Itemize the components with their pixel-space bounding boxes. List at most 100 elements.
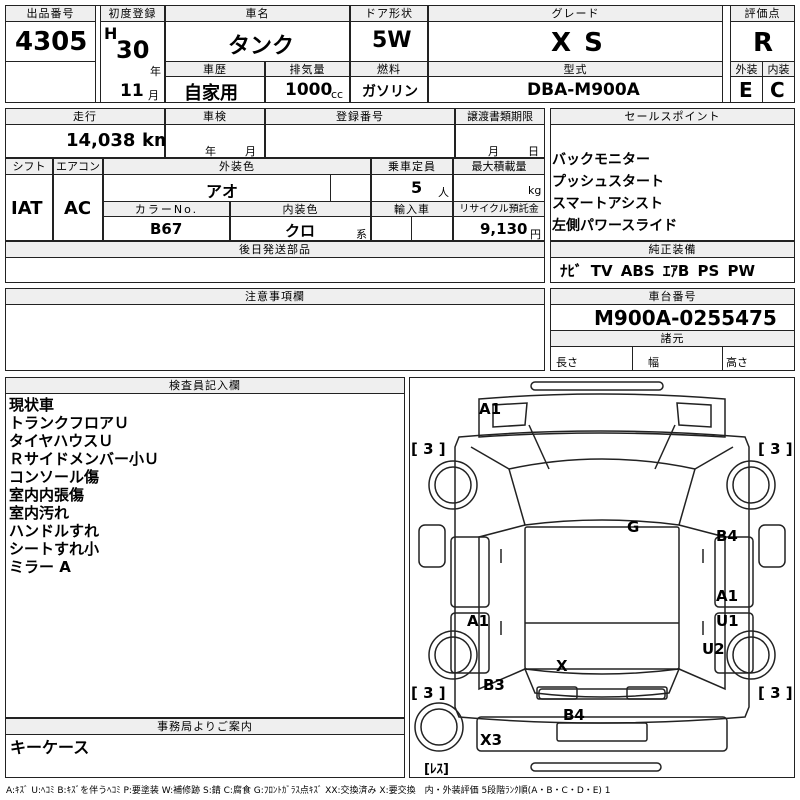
chassis-header: 車台番号 bbox=[550, 288, 795, 305]
equipment-header: 純正装備 bbox=[550, 241, 795, 258]
color-no-header: カラーNo. bbox=[103, 201, 230, 217]
max-load-header: 最大積載量 bbox=[453, 158, 545, 175]
inspection-header: 車検 bbox=[165, 108, 265, 125]
aircon-header: エアコン bbox=[53, 158, 103, 175]
max-load-unit: kg bbox=[528, 184, 542, 197]
car-name-value: タンク bbox=[228, 34, 295, 59]
left-mirror-shape bbox=[418, 524, 446, 568]
first-reg-cell bbox=[100, 21, 165, 103]
recycle-value: 9,130 bbox=[480, 220, 528, 238]
first-reg-month: 11 bbox=[120, 81, 144, 101]
door-value: 5W bbox=[372, 28, 412, 53]
capacity-value: 5 bbox=[411, 178, 423, 197]
recycle-header: リサイクル預託金 bbox=[453, 201, 545, 217]
ext-score-header: 外装 bbox=[730, 61, 763, 77]
model-cell bbox=[428, 76, 723, 103]
inspector-header: 検査員記入欄 bbox=[5, 377, 405, 394]
damage-mark: B4 bbox=[716, 527, 738, 545]
lot-blank bbox=[5, 61, 96, 103]
aircon-value: AC bbox=[64, 198, 92, 219]
reg-no-header: 登録番号 bbox=[265, 108, 455, 125]
inspector-item: ミラー A bbox=[9, 558, 71, 576]
damage-mark: U1 bbox=[716, 612, 739, 630]
deadline-cell bbox=[455, 124, 545, 158]
ext-score-value: E bbox=[739, 78, 753, 102]
history-header: 車歴 bbox=[165, 61, 265, 77]
spare-tire-label: [ﾚｽ] bbox=[424, 762, 449, 777]
damage-mark: A1 bbox=[716, 587, 739, 605]
car-name-cell bbox=[165, 21, 350, 62]
reg-no-cell bbox=[265, 124, 455, 158]
front-bumper-shape bbox=[530, 381, 664, 391]
lot-cell bbox=[5, 21, 96, 62]
capacity-header: 乗車定員 bbox=[371, 158, 453, 175]
sales-point-item: 左側パワースライド bbox=[552, 218, 678, 234]
spec-length-label: 長さ bbox=[556, 356, 578, 369]
spare-tire-shape bbox=[414, 702, 464, 752]
office-cell bbox=[5, 734, 405, 778]
displacement-cell bbox=[265, 76, 350, 103]
rear-bumper-shape bbox=[530, 762, 662, 772]
recycle-cell bbox=[453, 216, 545, 241]
int-score-value: C bbox=[770, 78, 785, 102]
later-parts-cell bbox=[5, 257, 545, 283]
sales-points-cell bbox=[550, 124, 795, 241]
damage-mark: G bbox=[627, 518, 640, 536]
shift-header: シフト bbox=[5, 158, 53, 175]
model-value: DBA-M900A bbox=[527, 80, 640, 100]
lot-number: 4305 bbox=[15, 27, 88, 57]
score-header: 評価点 bbox=[730, 5, 795, 22]
inspection-year-unit: 年 bbox=[205, 145, 216, 158]
tire-grade: [ 3 ] bbox=[411, 440, 446, 458]
capacity-unit: 人 bbox=[438, 186, 449, 199]
ext-color-cell bbox=[103, 174, 331, 202]
chassis-cell bbox=[550, 304, 795, 331]
grade-cell bbox=[428, 21, 723, 62]
first-reg-era: H bbox=[104, 24, 118, 43]
damage-mark: X bbox=[556, 657, 568, 675]
model-header: 型式 bbox=[428, 61, 723, 77]
sales-point-item: バックモニター bbox=[552, 152, 650, 168]
car-diagram-panel bbox=[409, 377, 795, 778]
int-color-header: 内装色 bbox=[230, 201, 371, 217]
int-color-unit: 系 bbox=[356, 228, 367, 241]
deadline-day-unit: 日 bbox=[528, 145, 539, 158]
ext-color-header: 外装色 bbox=[103, 158, 371, 175]
aircon-cell bbox=[53, 174, 103, 241]
damage-mark: X3 bbox=[480, 731, 503, 749]
car-name-header: 車名 bbox=[165, 5, 350, 22]
history-cell bbox=[165, 76, 265, 103]
body-outline-shape bbox=[454, 430, 750, 724]
mileage-value: 14,038 bbox=[66, 130, 136, 151]
first-reg-header: 初度登録 bbox=[100, 5, 165, 22]
inspector-item: 室内汚れ bbox=[9, 504, 70, 522]
deadline-month-unit: 月 bbox=[488, 145, 499, 158]
fuel-cell bbox=[350, 76, 428, 103]
shift-value: IAT bbox=[11, 198, 43, 219]
score-value: R bbox=[753, 28, 774, 58]
fuel-header: 燃料 bbox=[350, 61, 428, 77]
inspector-item: トランクフロアＵ bbox=[9, 414, 130, 432]
mileage-cell bbox=[5, 124, 165, 158]
mileage-header: 走行 bbox=[5, 108, 165, 125]
spec-width-cell bbox=[632, 346, 723, 371]
deadline-header: 譲渡書類期限 bbox=[455, 108, 545, 125]
capacity-cell bbox=[371, 174, 453, 202]
first-reg-year-unit: 年 bbox=[150, 65, 161, 78]
inspector-item: シートすれ小 bbox=[9, 540, 100, 558]
sales-points-header: セールスポイント bbox=[550, 108, 795, 125]
spec-height-cell bbox=[722, 346, 795, 371]
equipment-value: ﾅﾋﾞ TV ABS ｴｱB PS PW bbox=[560, 262, 756, 280]
tire-grade: [ 3 ] bbox=[758, 684, 793, 702]
inspection-cell bbox=[165, 124, 265, 158]
damage-mark: A1 bbox=[479, 400, 502, 418]
inspector-item: Ｒサイドメンバー小Ｕ bbox=[9, 450, 160, 468]
spec-height-label: 高さ bbox=[726, 356, 748, 369]
ext-color-sub-cell bbox=[330, 174, 371, 202]
inspector-item: 室内内張傷 bbox=[9, 486, 85, 504]
office-header: 事務局よりご案内 bbox=[5, 718, 405, 735]
spec-length-cell bbox=[550, 346, 633, 371]
sales-point-item: プッシュスタート bbox=[552, 174, 664, 190]
notes-cell bbox=[5, 304, 545, 371]
notes-header: 注意事項欄 bbox=[5, 288, 545, 305]
